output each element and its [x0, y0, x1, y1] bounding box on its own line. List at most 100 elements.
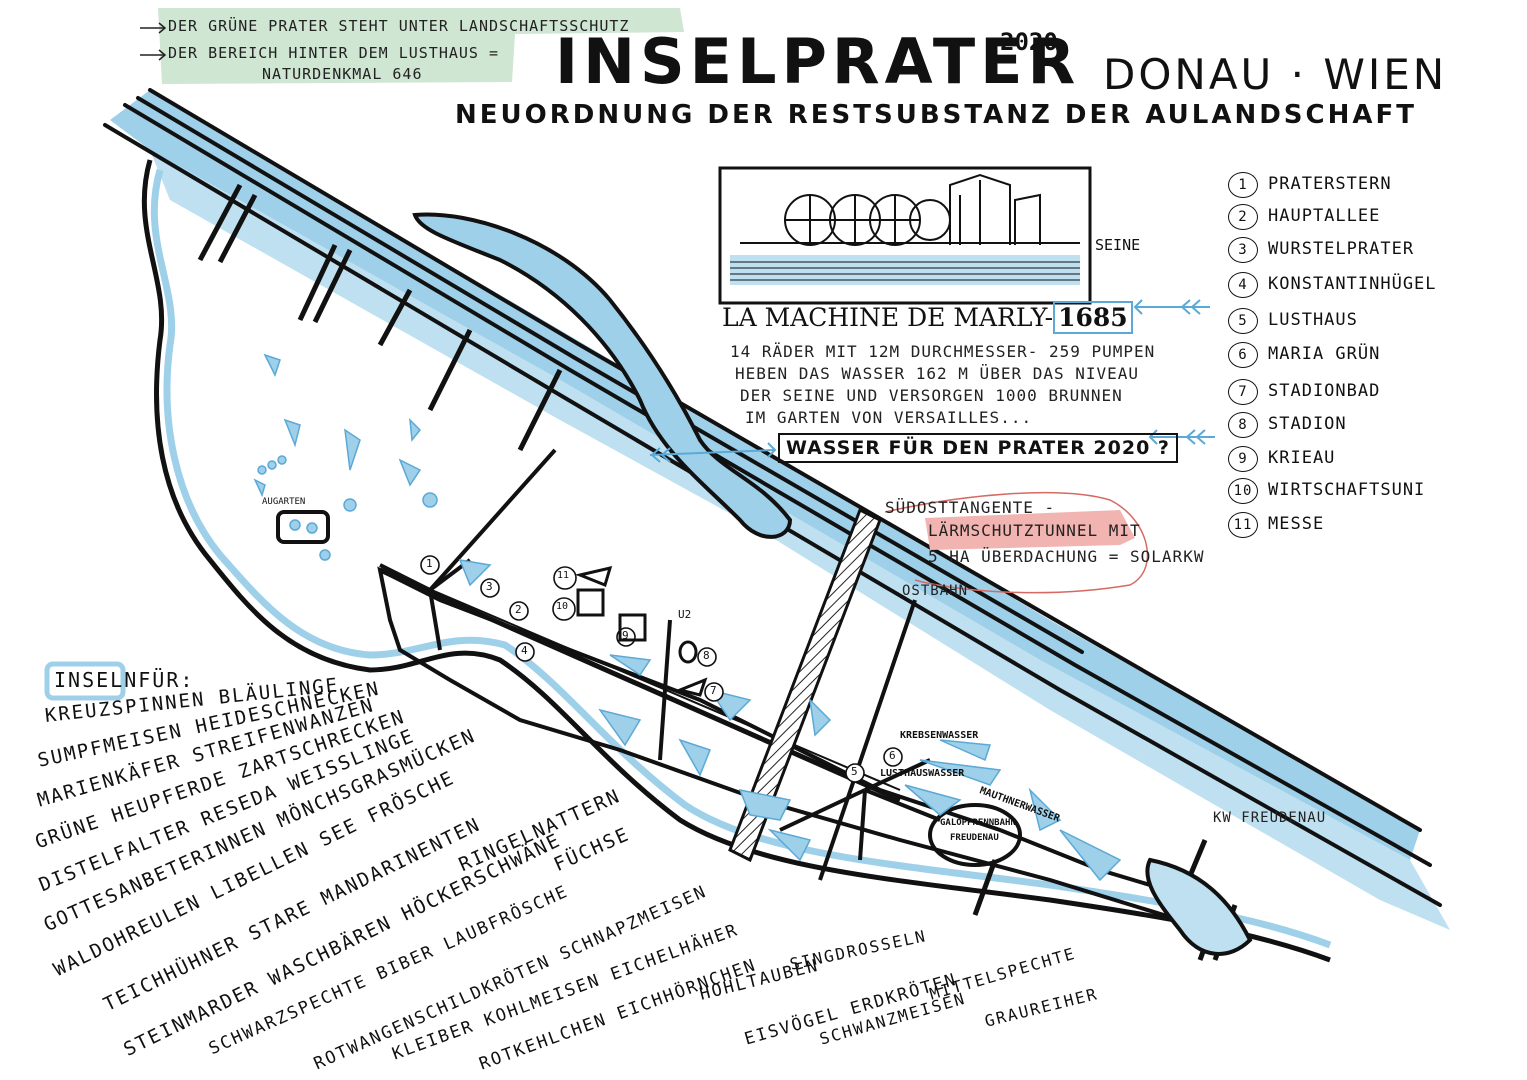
legend-label: WIRTSCHAFTSUNI [1268, 480, 1426, 500]
legend-item: 3 WURSTELPRATER [1228, 237, 1414, 263]
augarten-box [276, 510, 330, 544]
galopprennbahn [928, 803, 1022, 867]
river-seine-label: SEINE [1095, 236, 1141, 254]
marker-11: 11 [557, 570, 570, 581]
marker-4: 4 [521, 644, 528, 657]
lusthaus-star [779, 758, 941, 861]
label-u2: U2 [678, 608, 692, 621]
green-note-box [158, 8, 684, 84]
inseln-heading: INSELNFÜR: [54, 668, 194, 692]
ostbahn-line [818, 599, 917, 881]
praterstern-roads [379, 448, 557, 651]
legend-item: 8 STADION [1228, 412, 1347, 438]
legend-number: 5 [1228, 308, 1258, 334]
red-highlight [925, 510, 1135, 550]
prater-ponds [458, 559, 1122, 882]
machine-desc-2: HEBEN DAS WASSER 162 M ÜBER DAS NIVEAU [735, 364, 1140, 383]
prater-buildings [575, 565, 708, 697]
red-outline [884, 491, 1149, 594]
legend-label: KRIEAU [1268, 448, 1336, 468]
marker-7: 7 [710, 684, 717, 697]
legend-number: 7 [1228, 379, 1258, 405]
legend-number: 11 [1228, 512, 1258, 538]
legend-number: 4 [1228, 272, 1258, 298]
marker-1: 1 [426, 557, 433, 570]
label-ostbahn: OSTBAHN [902, 583, 969, 599]
label-lusthauswasser: LUSTHAUSWASSER [880, 768, 965, 779]
suedosttangente-tunnel [728, 507, 882, 863]
legend-number: 2 [1228, 204, 1258, 230]
legend-label: MESSE [1268, 514, 1325, 534]
augarten-ponds [253, 353, 438, 561]
legend-number: 9 [1228, 446, 1258, 472]
legend-number: 6 [1228, 342, 1258, 368]
machine-caption-text: LA MACHINE DE MARLY [722, 303, 1045, 332]
marker-10: 10 [556, 601, 569, 612]
tunnel-line3: 5 HA ÜBERDACHUNG = SOLARKW [928, 547, 1205, 566]
machine-desc-3: DER SEINE UND VERSORGEN 1000 BRUNNEN [740, 386, 1123, 405]
marly-sketch [718, 166, 1092, 305]
machine-caption: LA MACHINE DE MARLY-1685 [722, 301, 1133, 334]
protection-note-line1: DER GRÜNE PRATER STEHT UNTER LANDSCHAFTS… [168, 17, 630, 35]
legend-label: LUSTHAUS [1268, 310, 1358, 330]
tunnel-line2-tail: MIT [1108, 521, 1141, 540]
inseln-tail: FÜR: [138, 668, 195, 692]
machine-desc-4: IM GARTEN VON VERSAILLES... [745, 408, 1033, 427]
legend-label: PRATERSTERN [1268, 174, 1392, 194]
marker-9: 9 [622, 629, 629, 642]
legend-label: STADION [1268, 414, 1347, 434]
legend-item: 2 HAUPTALLEE [1228, 204, 1380, 230]
hauptallee [378, 567, 902, 803]
danube-river [110, 90, 1420, 860]
caption-dash: - [1044, 303, 1054, 332]
legend-label: HAUPTALLEE [1268, 206, 1381, 226]
legend-label: KONSTANTINHÜGEL [1268, 274, 1437, 294]
donaukanal-water [150, 169, 1332, 949]
title-year: 2020 [1000, 28, 1058, 56]
tunnel-line1: SÜDOSTTANGENTE - [885, 498, 1056, 517]
page-title: INSELPRATER [555, 25, 1081, 98]
subtitle: NEUORDNUNG DER RESTSUBSTANZ DER AULANDSC… [455, 100, 1417, 130]
legend-item: 7 STADIONBAD [1228, 379, 1380, 405]
legend-item: 6 MARIA GRÜN [1228, 342, 1380, 368]
machine-desc-1: 14 RÄDER MIT 12M DURCHMESSER- 259 PUMPEN [730, 342, 1156, 361]
u2-line [658, 619, 672, 761]
machine-year: 1685 [1053, 301, 1133, 334]
hauptallee-2 [419, 584, 901, 791]
legend-label: STADIONBAD [1268, 381, 1381, 401]
label-galopprennbahn: GALOPPRENNBAHN [940, 818, 1016, 828]
legend-item: 4 KONSTANTINHÜGEL [1228, 272, 1437, 298]
label-freudenau: FREUDENAU [950, 833, 999, 843]
legend-item: 5 LUSTHAUS [1228, 308, 1358, 334]
donaukanal [141, 159, 1331, 963]
legend-number: 1 [1228, 172, 1258, 198]
machine-question: WASSER FÜR DEN PRATER 2020 ? [778, 433, 1178, 463]
legend-item: 1 PRATERSTERN [1228, 172, 1392, 198]
tunnel-line2: LÄRMSCHUTZTUNNEL MIT [928, 521, 1141, 540]
marker-8: 8 [703, 649, 710, 662]
legend-label: WURSTELPRATER [1268, 239, 1415, 259]
inseln-box [44, 661, 126, 701]
marker-3: 3 [486, 580, 493, 593]
label-kw-freudenau: KW FREUDENAU [1213, 810, 1327, 826]
freudenau-island [1145, 857, 1253, 956]
protection-note-line2: DER BEREICH HINTER DEM LUSTHAUS = [168, 44, 500, 62]
upper-arm-water [412, 212, 793, 539]
tunnel-highlight: LÄRMSCHUTZTUNNEL [928, 521, 1099, 540]
legend-label: MARIA GRÜN [1268, 344, 1381, 364]
location-label: DONAU · WIEN [1103, 50, 1448, 99]
danube-banks [103, 88, 1442, 907]
inseln-boxed: INSELN [54, 668, 139, 692]
marker-2: 2 [515, 603, 522, 616]
legend-number: 3 [1228, 237, 1258, 263]
label-augarten: AUGARTEN [262, 497, 306, 507]
protection-note-line3: NATURDENKMAL 646 [262, 65, 423, 83]
marker-6: 6 [889, 749, 896, 762]
marker-5: 5 [851, 765, 858, 778]
legend-number: 10 [1228, 478, 1258, 504]
arrows [649, 299, 1215, 463]
note-arrows [140, 22, 167, 61]
label-krebsenwasser: KREBSENWASSER [900, 730, 979, 741]
legend-number: 8 [1228, 412, 1258, 438]
